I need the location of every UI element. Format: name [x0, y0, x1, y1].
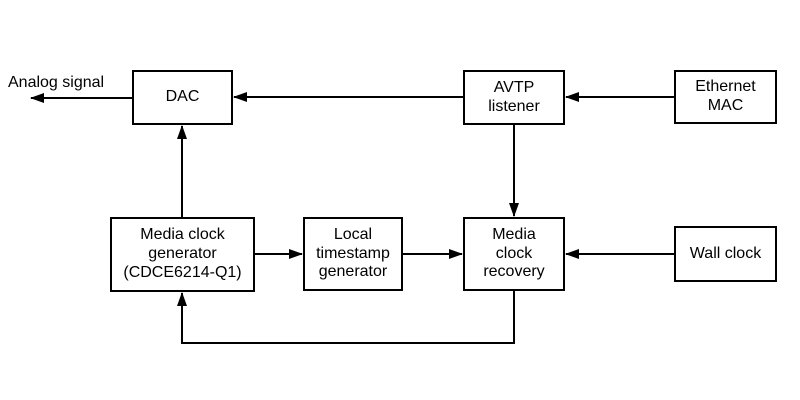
node-dac: DAC — [132, 70, 233, 125]
analog-signal-label: Analog signal — [8, 74, 105, 91]
arrow-media-clock-recovery-feedback-to-media-clock-generator — [177, 291, 515, 344]
node-avtp-listener: AVTP listener — [463, 70, 565, 125]
node-media-clock-recovery: Media clock recovery — [463, 217, 565, 291]
node-wall-clock: Wall clock — [674, 226, 777, 282]
node-media-clock-generator: Media clock generator (CDCE6214-Q1) — [110, 217, 255, 292]
node-ethernet-mac: Ethernet MAC — [674, 70, 777, 124]
node-local-timestamp-generator: Local timestamp generator — [303, 217, 403, 291]
